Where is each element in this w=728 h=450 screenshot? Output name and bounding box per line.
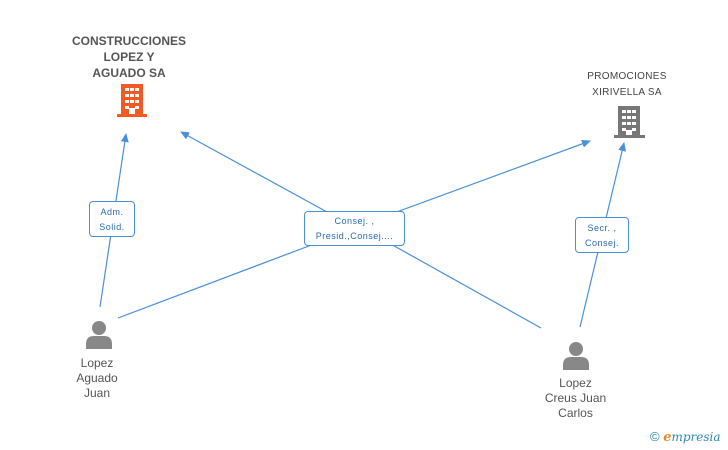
company-name[interactable]: CONSTRUCCIONES LOPEZ Y AGUADO SA — [49, 33, 209, 81]
person-name-line: Juan — [83, 386, 111, 400]
person-name-line: Carlos — [558, 406, 593, 420]
person-icon[interactable] — [86, 321, 112, 349]
brand-text: mpresia — [671, 430, 721, 444]
company-name[interactable]: PROMOCIONES XIRIVELLA SA — [562, 69, 692, 101]
company-name-line: CONSTRUCCIONES — [71, 34, 186, 48]
brand-logo: © empresia — [650, 429, 721, 445]
person-name-line: Aguado — [76, 371, 118, 385]
company-name-line: LOPEZ Y — [103, 50, 155, 64]
company-name-line: AGUADO SA — [92, 66, 166, 80]
relation-label-line: Consej. — [584, 238, 619, 248]
edge-person2-center — [379, 237, 542, 329]
relation-label[interactable]: Consej. , Presid.,Consej.... — [304, 211, 405, 246]
building-icon[interactable] — [614, 106, 645, 138]
company-name-line: XIRIVELLA SA — [592, 87, 662, 98]
relation-label-line: Consej. , — [334, 216, 375, 226]
copyright-symbol: © — [650, 429, 660, 444]
brand-mark: e — [663, 430, 672, 445]
relation-label-line: Solid. — [99, 222, 125, 232]
person-name[interactable]: Lopez Creus Juan Carlos — [528, 376, 623, 421]
relation-label-line: Secr. , — [587, 223, 617, 233]
edge-center-company2 — [374, 140, 591, 221]
company-name-line: PROMOCIONES — [587, 71, 667, 82]
person-name-line: Lopez — [80, 356, 114, 370]
person-icon[interactable] — [563, 342, 589, 370]
person-name-line: Creus Juan — [544, 391, 607, 405]
building-icon[interactable] — [117, 84, 147, 117]
relation-label[interactable]: Secr. , Consej. — [575, 217, 629, 253]
relation-label[interactable]: Adm. Solid. — [89, 201, 135, 237]
edge-center-company1 — [180, 131, 339, 219]
person-name-line: Lopez — [559, 376, 592, 390]
relation-label-line: Presid.,Consej.... — [315, 231, 394, 241]
relation-label-line: Adm. — [100, 207, 124, 217]
person-name[interactable]: Lopez Aguado Juan — [57, 356, 137, 401]
edge-person1-center — [117, 237, 331, 319]
